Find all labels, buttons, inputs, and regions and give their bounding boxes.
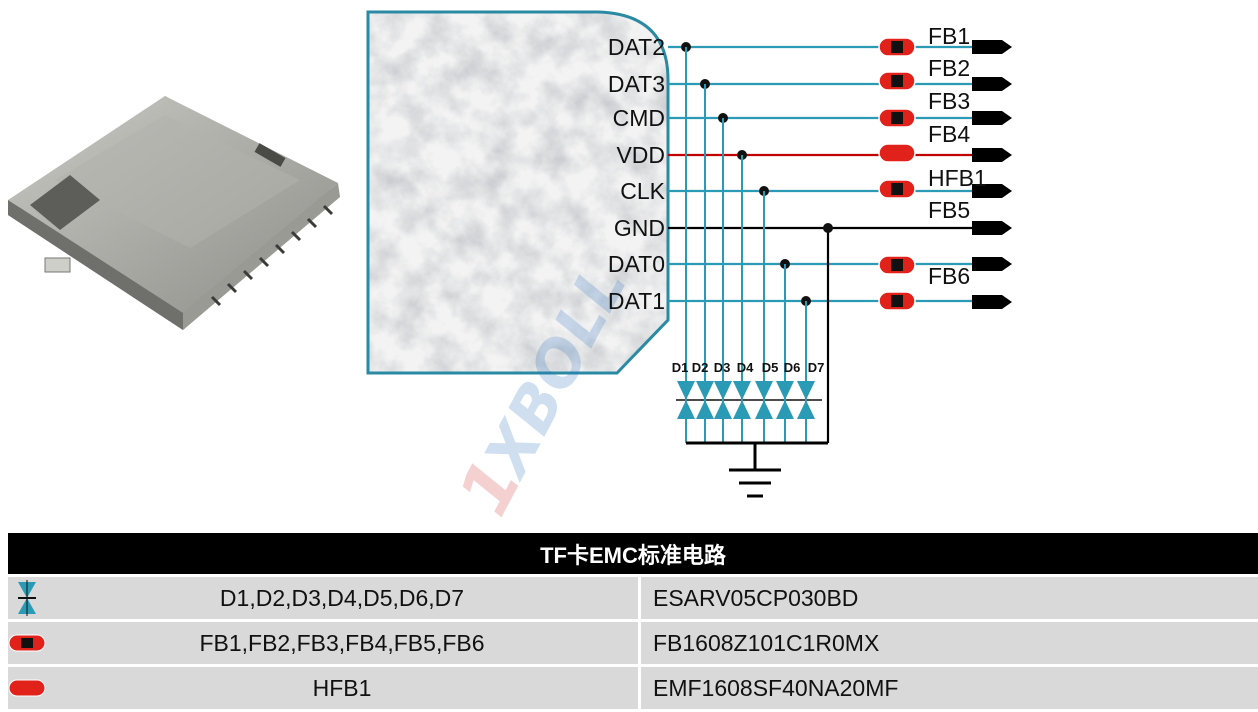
table-cell-parts: FB1,FB2,FB3,FB4,FB5,FB6	[46, 619, 641, 666]
table-row: FB1,FB2,FB3,FB4,FB5,FB6 FB1608Z101C1R0MX	[8, 619, 1258, 666]
tvs-diode-d5	[755, 381, 773, 419]
table-cell-part-number: EMF1608SF40NA20MF	[639, 664, 1258, 709]
net-connector-dat1	[972, 295, 1012, 309]
net-connector-dat3	[972, 77, 1012, 91]
pin-label-dat0: DAT0	[608, 251, 665, 277]
filter-label-fb5: FB5	[928, 197, 970, 223]
diode-label-d5: D5	[762, 360, 779, 375]
filter-label-fb1: FB1	[928, 23, 970, 49]
filter-label-fb6: FB6	[928, 263, 970, 289]
diode-label-d7: D7	[808, 360, 825, 375]
table-row: D1,D2,D3,D4,D5,D6,D7 ESARV05CP030BD	[8, 574, 1258, 621]
net-connector-cmd	[972, 111, 1012, 125]
filter-label-hfb1: HFB1	[928, 165, 987, 191]
ferrite-bead	[878, 143, 916, 163]
table-cell-parts: D1,D2,D3,D4,D5,D6,D7	[46, 574, 641, 621]
bom-table: TF卡EMC标准电路 D1,D2,D3,D4,D5,D6,D7 ESARV05C…	[8, 533, 1258, 709]
ferrite-bead-icon	[8, 664, 46, 709]
diode-label-d4: D4	[737, 360, 754, 375]
filter-label-fb2: FB2	[928, 55, 970, 81]
diode-label-d1: D1	[672, 360, 689, 375]
tf-card-socket-image	[8, 96, 340, 330]
net-connector-dat0	[972, 257, 1012, 271]
junction-dot	[823, 223, 833, 233]
tvs-diode-d4	[733, 381, 751, 419]
pin-label-clk: CLK	[620, 178, 665, 204]
net-connector-vdd	[972, 148, 1012, 162]
ferrite-bead	[878, 179, 916, 199]
filter-label-fb3: FB3	[928, 88, 970, 114]
net-connector-dat2	[972, 40, 1012, 54]
tvs-diode-icon	[8, 574, 46, 621]
ferrite-bead	[878, 108, 916, 128]
diode-label-d3: D3	[714, 360, 731, 375]
pin-label-dat2: DAT2	[608, 34, 665, 60]
ferrite-bead	[878, 37, 916, 57]
pin-label-gnd: GND	[614, 215, 665, 241]
diode-label-d6: D6	[784, 360, 801, 375]
tvs-diode-d3	[714, 381, 732, 419]
pin-label-cmd: CMD	[613, 105, 665, 131]
table-row: HFB1 EMF1608SF40NA20MF	[8, 664, 1258, 709]
table-cell-parts: HFB1	[46, 664, 641, 709]
ferrite-bead	[878, 291, 916, 311]
table-cell-part-number: ESARV05CP030BD	[639, 574, 1258, 621]
table-cell-part-number: FB1608Z101C1R0MX	[639, 619, 1258, 666]
pin-label-vdd: VDD	[616, 142, 665, 168]
net-connector-clk	[972, 184, 1012, 198]
tvs-diode-d6	[776, 381, 794, 419]
tf-card-body	[366, 10, 670, 375]
ground-symbol	[686, 441, 828, 498]
table-title: TF卡EMC标准电路	[8, 533, 1258, 576]
filter-label-fb4: FB4	[928, 121, 970, 147]
diode-label-d2: D2	[692, 360, 709, 375]
pin-label-dat3: DAT3	[608, 71, 665, 97]
tvs-diode-d2	[696, 381, 714, 419]
ferrite-bead-icon	[8, 619, 46, 666]
net-connector-gnd	[972, 221, 1012, 235]
ferrite-bead	[878, 71, 916, 91]
pin-label-dat1: DAT1	[608, 288, 665, 314]
tvs-diode-d7	[797, 381, 815, 419]
ferrite-bead	[878, 255, 916, 275]
tvs-diode-d1	[677, 381, 695, 419]
